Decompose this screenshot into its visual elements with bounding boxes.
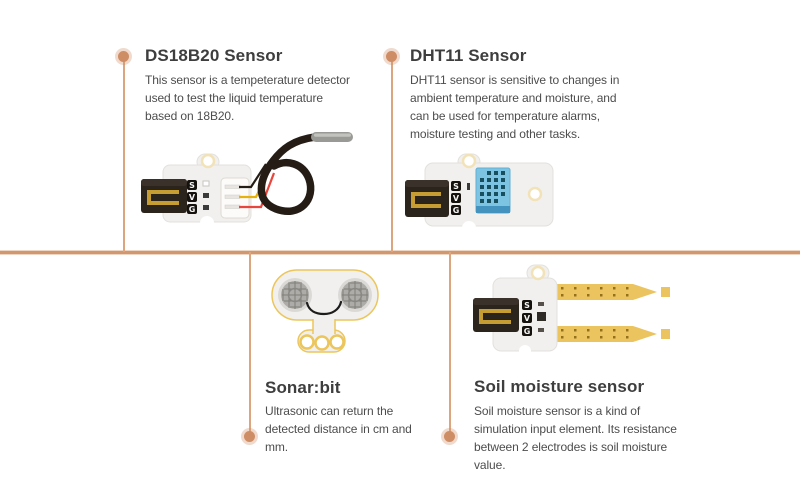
soil-black-connector (473, 298, 519, 332)
pcb-notch (519, 345, 531, 357)
pin-label-s: S (189, 181, 195, 190)
smd-pad (538, 328, 544, 332)
mounting-hole (461, 153, 477, 169)
mounting-hole (527, 186, 543, 202)
soil-electrodes (553, 284, 670, 342)
pin-label-v: V (189, 193, 196, 202)
ds18b20-title: DS18B20 Sensor (145, 46, 283, 65)
pin-label-v: V (524, 314, 531, 323)
ds18b20-description: This sensor is a tempeterature detector … (145, 73, 350, 123)
timeline-stem-dht11 (391, 57, 393, 252)
timeline-stem-sonarbit (249, 252, 251, 437)
dht11-description: DHT11 sensor is sensitive to changes in … (410, 73, 620, 141)
smile-mark (305, 300, 343, 316)
sonarbit-description: Ultrasonic can return the detected dista… (265, 404, 412, 454)
pcb-notch (200, 216, 214, 230)
dht11-sensor-image: S V G (405, 153, 554, 235)
dht11-title: DHT11 Sensor (410, 46, 527, 65)
pin-label-s: S (453, 182, 459, 191)
ds18b20-sensor-image: S V G (141, 132, 353, 230)
probe-cable (257, 133, 319, 215)
ultrasonic-transducer-left (278, 278, 312, 312)
dht11-pin-labels: S V G (451, 181, 470, 215)
sonarbit-sensor-image (271, 269, 379, 353)
ds18b20-black-connector (141, 179, 187, 213)
sonarbit-title: Sonar:bit (265, 378, 341, 397)
mounting-hole (200, 153, 216, 169)
soil-description: Soil moisture sensor is a kind of simula… (474, 404, 677, 472)
steel-probe-tip (311, 132, 353, 142)
timeline-horizontal-line (0, 250, 800, 255)
dht11-black-connector (405, 180, 449, 217)
timeline-dot-ds18b20 (118, 51, 129, 62)
pin-label-g: G (453, 206, 460, 215)
pin-label-g: G (189, 205, 196, 214)
pin-label-s: S (524, 301, 530, 310)
smd-chip (537, 312, 546, 321)
pcb-notch (462, 221, 476, 235)
ds18b20-pin-labels: S V G (187, 180, 210, 214)
timeline-dot-dht11 (386, 51, 397, 62)
timeline-stem-soil (449, 252, 451, 437)
electrode-dots (561, 287, 629, 339)
pin-label-g: G (524, 327, 531, 336)
soil-sensor-image: S V G (473, 264, 670, 357)
timeline-dot-sonarbit (244, 431, 255, 442)
timeline-dot-soil (444, 431, 455, 442)
smd-pad (538, 302, 544, 306)
ultrasonic-transducer-right (338, 278, 372, 312)
timeline-stem-ds18b20 (123, 57, 125, 252)
soil-pin-labels: S V G (522, 300, 546, 336)
sonarbit-pads (299, 334, 345, 351)
soil-title: Soil moisture sensor (474, 377, 645, 396)
mounting-hole (530, 265, 546, 281)
dht11-blue-sensor (475, 167, 511, 214)
pin-label-v: V (453, 194, 460, 203)
